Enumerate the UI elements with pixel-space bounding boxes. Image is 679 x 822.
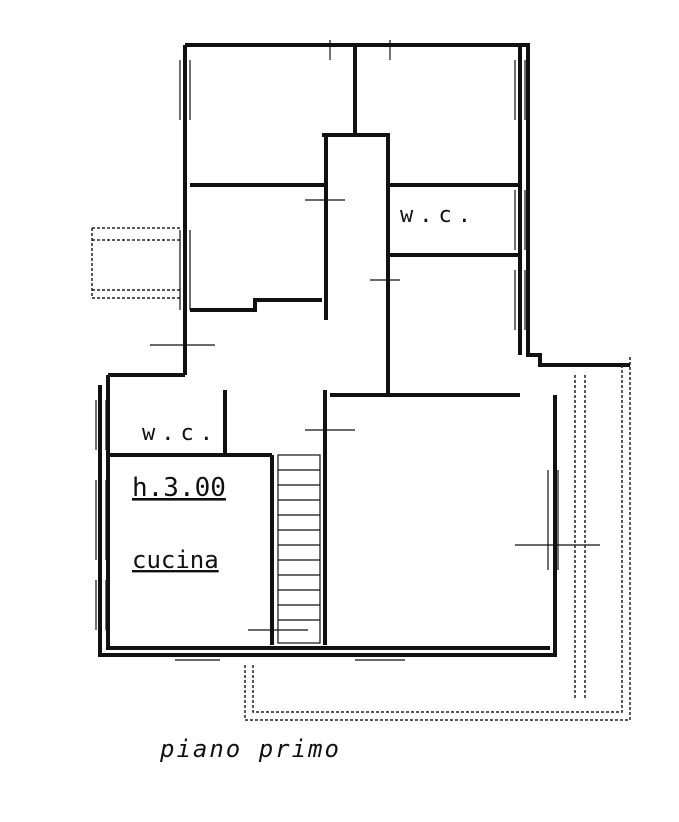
stairs [277, 454, 321, 644]
kitchen-label: cucina [132, 546, 219, 574]
room-height-label: h.3.00 [132, 473, 226, 503]
interior-walls [108, 45, 520, 645]
exterior-walls [98, 43, 630, 657]
wc-upper-label: w.c. [400, 203, 477, 228]
balconies [91, 227, 631, 721]
floor-caption: piano primo [159, 735, 341, 763]
windows [95, 40, 600, 661]
wc-lower-label: w.c. [142, 421, 219, 446]
